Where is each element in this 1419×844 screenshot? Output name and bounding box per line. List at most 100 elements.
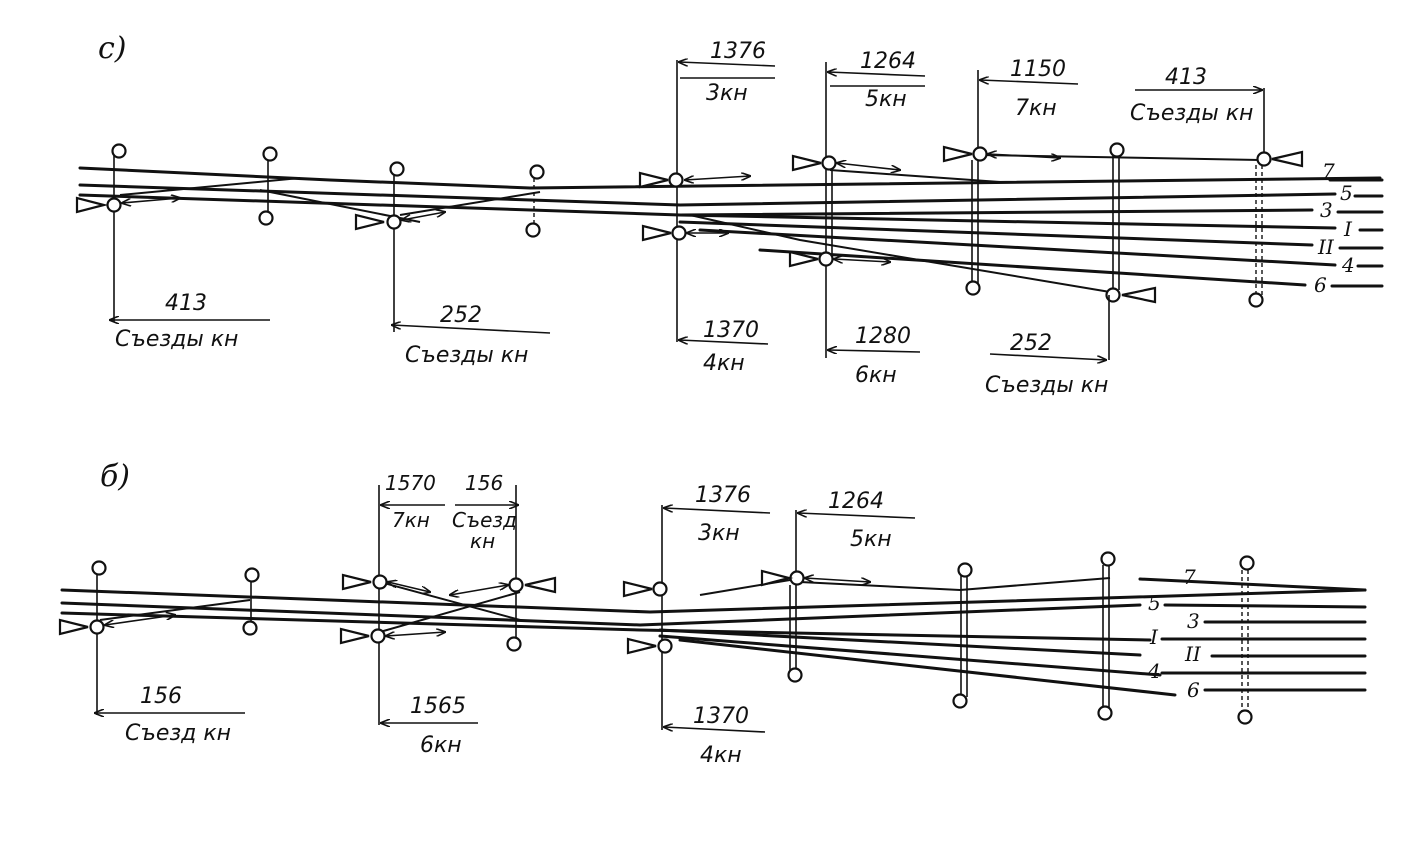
crossover-line (829, 169, 1001, 183)
signal-head-icon (1271, 150, 1304, 168)
signal-icon (1237, 709, 1253, 725)
signal-icon (386, 214, 402, 230)
svg-text:Съезд: Съезд (452, 508, 517, 532)
signal-head-icon (524, 576, 557, 594)
signal-head-icon (791, 154, 822, 172)
signal-icon (952, 693, 968, 709)
track-label: 5 (1340, 181, 1353, 205)
track-label: 5 (1148, 591, 1161, 615)
signal-icon (106, 197, 122, 213)
signal-icon (262, 146, 278, 162)
panel-a-route-labels: 413 Съезды кн 252 Съезды кн 1376 3кн 137… (110, 39, 1262, 398)
svg-text:Съезды кн: Съезды кн (1130, 101, 1253, 126)
svg-text:252: 252 (440, 303, 482, 328)
track-label: 4 (1341, 253, 1355, 277)
route-label: 1370 4кн (664, 704, 766, 768)
panel-a-label: c) (98, 31, 127, 66)
svg-text:5кн: 5кн (850, 527, 892, 552)
signal-icon (258, 210, 274, 226)
route-label: 413 Съезды кн (1130, 65, 1262, 126)
svg-text:кн: кн (470, 529, 495, 553)
signal-icon (91, 560, 107, 576)
svg-text:7кн: 7кн (392, 508, 430, 532)
track-line (60, 588, 1367, 614)
route-label: 1264 5кн (828, 49, 926, 112)
svg-text:1370: 1370 (693, 704, 749, 729)
svg-text:6кн: 6кн (420, 733, 462, 758)
track-line (698, 228, 1337, 267)
panel-a-track-labels: 7 5 3 I II 4 6 (1314, 159, 1355, 297)
track-label: 7 (1322, 159, 1335, 183)
crossover-line (689, 214, 1111, 293)
panel-a-tracks (78, 154, 1384, 293)
route-label: 1570 7кн (381, 471, 445, 532)
signal-icon (529, 164, 545, 180)
route-label: 156 Съезд кн (95, 684, 245, 746)
signal-icon (821, 155, 837, 171)
svg-text:1376: 1376 (710, 39, 766, 64)
signal-head-icon (788, 250, 819, 268)
route-label: 1150 7кн (980, 57, 1079, 121)
panel-b-label: б) (100, 459, 130, 494)
track-label: II (1317, 235, 1335, 259)
panel-b-route-labels: 156 Съезд кн 1570 7кн 156 Съезд кн 1565 … (95, 471, 916, 768)
signal-icon (370, 628, 386, 644)
track-label: 7 (1183, 565, 1196, 589)
route-label: 1376 3кн (664, 483, 771, 546)
svg-text:1264: 1264 (860, 49, 916, 74)
signal-icon (818, 251, 834, 267)
svg-text:Съезды кн: Съезды кн (115, 327, 238, 352)
svg-text:1264: 1264 (828, 489, 884, 514)
signal-icon (111, 143, 127, 159)
signal-head-icon (626, 637, 657, 655)
svg-text:252: 252 (1010, 331, 1052, 356)
crossover-line (379, 581, 521, 621)
signal-icon (1100, 551, 1116, 567)
track-line (78, 183, 1337, 207)
signal-icon (1256, 151, 1272, 167)
track-line (1138, 577, 1367, 592)
signal-head-icon (622, 580, 653, 598)
panel-b: б) 7 5 3 I II 4 (58, 459, 1367, 768)
signal-icon (787, 667, 803, 683)
signal-icon (242, 620, 258, 636)
signal-icon (972, 146, 988, 162)
signal-icon (372, 574, 388, 590)
signal-head-icon (1121, 286, 1157, 304)
svg-text:7кн: 7кн (1015, 96, 1057, 121)
signal-icon (389, 161, 405, 177)
svg-text:4кн: 4кн (700, 743, 742, 768)
track-line (1163, 603, 1367, 609)
track-line (658, 628, 1142, 657)
panel-b-tracks (60, 577, 1367, 697)
svg-text:156: 156 (465, 471, 503, 495)
svg-text:6кн: 6кн (855, 363, 897, 388)
signal-head-icon (75, 196, 109, 214)
panel-a-signals (75, 60, 1304, 360)
track-line (658, 634, 1162, 677)
signal-icon (508, 577, 524, 593)
svg-text:1570: 1570 (385, 471, 436, 495)
signal-head-icon (638, 171, 669, 189)
svg-text:3кн: 3кн (698, 521, 740, 546)
crossover-line (119, 177, 301, 196)
track-label: 6 (1187, 678, 1200, 702)
signal-icon (652, 581, 668, 597)
track-line (60, 611, 1152, 642)
signal-icon (244, 567, 260, 583)
route-label: 252 Съезды кн (985, 331, 1108, 398)
svg-text:1370: 1370 (703, 318, 759, 343)
route-label: 1264 5кн (798, 489, 916, 552)
panel-a: c) 7 5 3 (75, 31, 1384, 398)
signal-icon (1097, 705, 1113, 721)
panel-b-track-labels: 7 5 3 I II 4 6 (1147, 565, 1202, 702)
signal-icon (525, 222, 541, 238)
track-label: 6 (1314, 273, 1327, 297)
route-label: 156 Съезд кн (452, 471, 518, 553)
track-line (678, 220, 1314, 247)
route-label: 413 Съезды кн (110, 291, 270, 352)
signal-icon (965, 280, 981, 296)
route-label: 252 Съезды кн (392, 303, 551, 368)
signal-head-icon (760, 569, 794, 587)
svg-text:1376: 1376 (695, 483, 751, 508)
